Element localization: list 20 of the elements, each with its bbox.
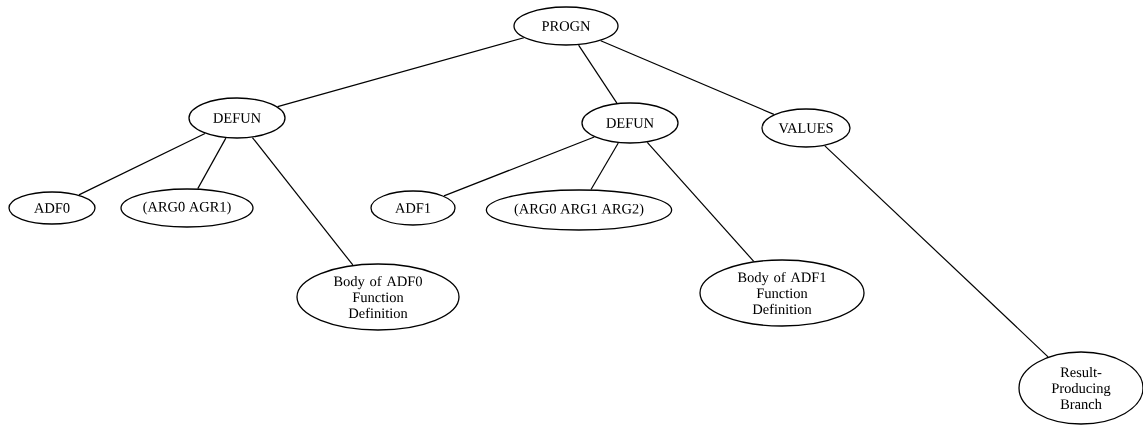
connector-line [78,132,206,196]
connector-line [578,44,618,104]
ellipse-node: ADF0 [8,191,96,225]
ellipse-node: ADF1 [370,190,456,226]
connector-line [824,145,1049,358]
connector-line [197,137,227,190]
connector-line [251,137,354,266]
ellipse-node: VALUES [761,108,851,148]
ellipse-node: DEFUN [581,102,679,144]
ellipse-node: Body of ADF0 Function Definition [296,263,460,331]
ellipse-node: DEFUN [188,97,286,139]
connector-line [590,142,619,191]
ellipse-node: Body of ADF1 Function Definition [699,259,865,327]
connector-line [600,40,775,115]
ellipse-node: (ARG0 ARG1 ARG2) [485,189,673,231]
ellipse-node: PROGN [513,6,619,46]
connector-line [277,37,525,108]
connector-line [443,136,595,197]
ellipse-node: (ARG0 AGR1) [120,188,254,228]
connector-line [646,141,755,262]
